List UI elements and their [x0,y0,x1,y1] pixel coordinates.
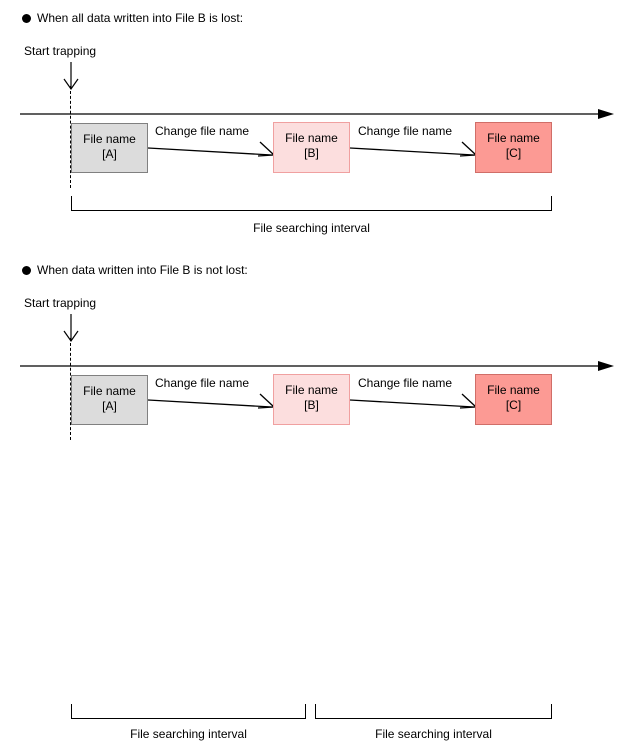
file-box-b-2: File name [B] [273,374,350,425]
file-box-b-1-line2: [B] [304,146,319,160]
interval-label-2a: File searching interval [130,727,247,741]
file-box-c-2-line1: File name [487,383,540,397]
file-box-b-1: File name [B] [273,122,350,173]
right-arrow-icon-1b [349,136,478,165]
start-trapping-label-1: Start trapping [24,44,97,58]
diagram-1-heading: When all data written into File B is los… [22,10,243,26]
change-file-name-label-1a: Change file name [155,124,250,138]
change-file-name-label-2a: Change file name [155,376,250,390]
interval-label-1: File searching interval [253,221,370,235]
timeline-axis-1 [20,106,614,119]
start-trapping-label-2: Start trapping [24,296,97,310]
trapping-tick-line-1 [70,86,71,188]
file-box-a-2-line1: File name [83,384,136,398]
file-box-a-2: File name [A] [71,375,148,425]
file-box-b-1-line1: File name [285,131,338,145]
diagram-2-heading: When data written into File B is not los… [22,262,248,278]
interval-bracket-2a [71,704,306,719]
diagram-file-b-lost: When all data written into File B is los… [0,0,634,250]
timeline-axis-2 [20,358,614,371]
right-arrow-icon-1a [147,136,276,165]
file-box-b-2-line1: File name [285,383,338,397]
diagram-file-b-not-lost: When data written into File B is not los… [0,252,634,741]
filled-circle-bullet-icon [22,14,31,23]
down-arrow-icon-1 [56,62,86,97]
file-box-a-1-line2: [A] [102,147,117,161]
right-arrow-icon-2a [147,388,276,417]
file-box-c-1-line2: [C] [505,146,522,160]
diagram-1-heading-text: When all data written into File B is los… [37,11,244,25]
change-file-name-label-1b: Change file name [358,124,453,138]
down-arrow-icon-2 [56,314,86,349]
interval-bracket-1 [71,196,552,211]
change-file-name-label-2b: Change file name [358,376,453,390]
filled-circle-bullet-icon [22,266,31,275]
trapping-tick-line-2 [70,338,71,440]
interval-label-2b: File searching interval [375,727,492,741]
file-box-a-2-line2: [A] [102,399,117,413]
file-box-c-1: File name [C] [475,122,552,173]
file-box-c-1-line1: File name [487,131,540,145]
file-box-a-1-line1: File name [83,132,136,146]
file-box-a-1: File name [A] [71,123,148,173]
diagram-2-heading-text: When data written into File B is not los… [37,263,248,277]
file-box-c-2: File name [C] [475,374,552,425]
interval-bracket-2b [315,704,552,719]
file-box-b-2-line2: [B] [304,398,319,412]
file-box-c-2-line2: [C] [505,398,522,412]
right-arrow-icon-2b [349,388,478,417]
